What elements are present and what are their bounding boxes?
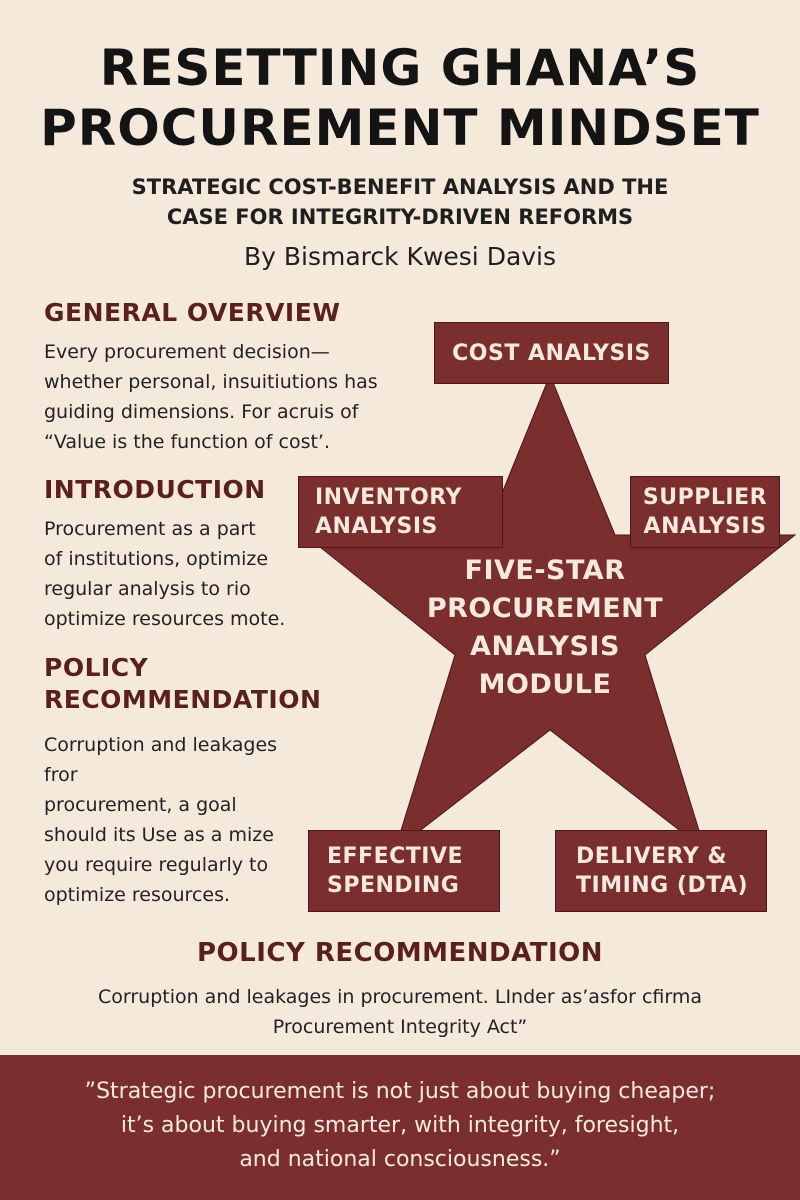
point-label-line: SPENDING (327, 873, 460, 898)
point-label-line: SUPPLIER (642, 485, 768, 510)
section-text-line: whether personal, insuitiutions has (44, 371, 378, 393)
section-text-line: optimize resources mote. (44, 608, 286, 630)
bottom-section-heading: POLICY RECOMMENDATION (196, 938, 604, 968)
star-point-delivery-timing: DELIVERY & TIMING (DTA) (555, 830, 767, 912)
section-text-line: guiding dimensions. For acruis of (44, 401, 359, 423)
quote-band (0, 1055, 800, 1200)
quote-line: it’s about buying smarter, with integrit… (120, 1113, 680, 1138)
point-label: INVENTORY ANALYSIS (315, 483, 462, 541)
five-star-diagram: COST ANALYSIS INVENTORY ANALYSIS SUPPLIE… (290, 320, 800, 920)
author-byline: By Bismarck Kwesi Davis (243, 242, 557, 271)
star-point-cost-analysis: COST ANALYSIS (434, 322, 669, 384)
section-text-line: of institutions, optimize (44, 548, 269, 570)
center-line: ANALYSIS (470, 631, 620, 662)
section-heading: INTRODUCTION (44, 475, 266, 504)
center-line: PROCUREMENT (426, 593, 664, 624)
star-point-effective-spending: EFFECTIVE SPENDING (308, 830, 500, 912)
point-label-line: EFFECTIVE (327, 844, 464, 869)
center-line: FIVE-STAR (464, 555, 626, 586)
section-text-line: “Value is the function of cost’. (44, 431, 331, 453)
section-text-line: Procurement as a part (44, 518, 256, 540)
section-text-line: should its Use as a mize (44, 824, 274, 846)
page-subtitle: STRATEGIC COST-BENEFIT ANALYSIS AND THE … (0, 172, 800, 232)
star-point-supplier-analysis: SUPPLIER ANALYSIS (630, 476, 780, 548)
heading-line-2: RECOMMENDATION (44, 685, 322, 714)
title-line-2: PROCUREMENT MINDSET (40, 99, 760, 157)
section-text-line: regular analysis to rio (44, 578, 251, 600)
point-label: DELIVERY & TIMING (DTA) (576, 842, 748, 900)
section-text-line: procurement, a goal (44, 794, 237, 816)
section-text-line: Every procurement decision— (44, 341, 330, 363)
bottom-text-line: Procurement Integrity Act” (272, 1016, 528, 1038)
point-label: SUPPLIER ANALYSIS (643, 483, 767, 541)
title-line-1: RESETTING GHANA’S (99, 39, 701, 97)
section-policy-recommendation: POLICY RECOMMENDATION Corruption and lea… (44, 652, 321, 910)
point-label: COST ANALYSIS (452, 340, 651, 366)
section-heading: GENERAL OVERVIEW (44, 298, 341, 327)
center-line: MODULE (478, 669, 612, 700)
point-label-line: DELIVERY & (576, 844, 728, 869)
section-text-line: you require regularly to (44, 854, 269, 876)
point-label: EFFECTIVE SPENDING (327, 842, 463, 900)
section-text-line: optimize resources. (44, 884, 231, 906)
point-label-line: ANALYSIS (315, 514, 438, 539)
bottom-section-text: Corruption and leakages in procurement. … (60, 982, 740, 1042)
section-text-line: Corruption and leakages fror (44, 734, 278, 786)
star-point-inventory-analysis: INVENTORY ANALYSIS (298, 476, 503, 548)
section-introduction: INTRODUCTION Procurement as a part of in… (44, 475, 304, 634)
point-label-line: INVENTORY (315, 485, 462, 510)
subtitle-line-1: STRATEGIC COST-BENEFIT ANALYSIS AND THE (131, 175, 669, 199)
heading-line-1: POLICY (44, 653, 149, 682)
star-center-title: FIVE-STAR PROCUREMENT ANALYSIS MODULE (420, 552, 670, 704)
point-label-line: TIMING (DTA) (576, 873, 749, 898)
quote-line: and national consciousness.” (239, 1147, 561, 1172)
page-title: RESETTING GHANA’S PROCUREMENT MINDSET (0, 38, 800, 158)
section-heading: POLICY RECOMMENDATION (44, 652, 321, 716)
bottom-text-line: Corruption and leakages in procurement. … (97, 986, 703, 1008)
subtitle-line-2: CASE FOR INTEGRITY-DRIVEN REFORMS (166, 205, 634, 229)
quote-line: ”Strategic procurement is not just about… (84, 1079, 716, 1104)
section-general-overview: GENERAL OVERVIEW Every procurement decis… (44, 298, 394, 457)
closing-quote: ”Strategic procurement is not just about… (20, 1075, 780, 1177)
point-label-line: ANALYSIS (643, 514, 767, 539)
